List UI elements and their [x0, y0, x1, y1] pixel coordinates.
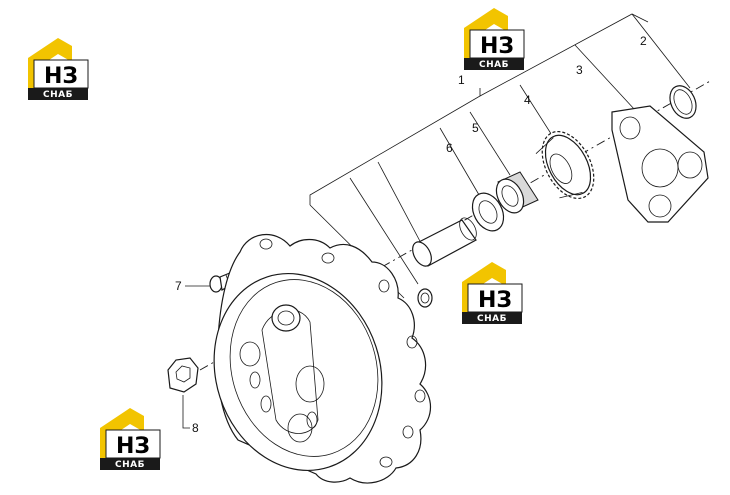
callout-4: 4	[524, 93, 531, 107]
small-plug	[417, 288, 433, 308]
leader-lines	[182, 13, 691, 429]
snap-ring	[669, 85, 697, 119]
callout-labels: 1 2 3 4 5 6 7 8	[175, 34, 647, 435]
callout-2: 2	[640, 34, 647, 48]
callout-5: 5	[472, 121, 479, 135]
watermark-logo: НЗ СНАБ	[462, 262, 523, 324]
watermark-main-text: НЗ	[116, 434, 150, 459]
callout-7: 7	[175, 279, 182, 293]
callout-6: 6	[446, 141, 453, 155]
housing	[213, 233, 432, 484]
watermark-sub-text: СНАБ	[43, 90, 73, 100]
thrust-washer	[471, 192, 505, 232]
callout-1: 1	[458, 73, 465, 87]
watermark-sub-text: СНАБ	[115, 460, 145, 470]
watermark-main-text: НЗ	[478, 288, 512, 313]
gear	[535, 130, 595, 200]
watermark-sub-text: СНАБ	[479, 60, 509, 70]
watermark-logo: НЗ СНАБ	[28, 38, 89, 100]
callout-3: 3	[576, 63, 583, 77]
watermark-logo: НЗ СНАБ	[464, 8, 525, 70]
shaft-pin	[412, 217, 477, 267]
needle-bearing	[495, 171, 539, 214]
watermark-main-text: НЗ	[44, 64, 78, 89]
callout-8: 8	[192, 421, 199, 435]
watermark-sub-text: СНАБ	[477, 314, 507, 324]
watermark-main-text: НЗ	[480, 34, 514, 59]
hex-plug	[167, 357, 199, 393]
gasket-plate	[611, 105, 709, 223]
watermark-logo: НЗ СНАБ	[100, 408, 161, 470]
